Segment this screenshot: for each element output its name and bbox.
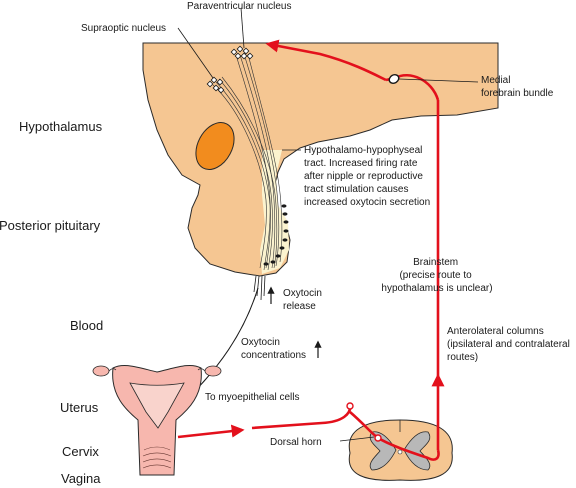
dorsal-horn-synapse [374,434,382,442]
label-dorsal-horn: Dorsal horn [270,437,322,448]
label-brainstem: Brainstem (precise route to hypothalamus… [381,257,492,294]
dorsal-root-ganglion [346,402,354,410]
leader-lines [177,7,479,442]
label-supraoptic-nucleus: Supraoptic nucleus [81,23,166,34]
blood-terminals [253,275,266,301]
label-hypothalamo-hypophyseal-tract: Hypothalamo-hypophyseal tract. Increased… [304,145,430,208]
label-oxytocin-concentrations: Oxytocin concentrations [241,337,306,361]
orange-nucleus [195,122,235,170]
paraventricular-cell-bodies [230,45,254,60]
region-hypothalamus: Hypothalamus [19,119,103,134]
mfb-marker [388,74,400,84]
region-posterior-pituitary: Posterior pituitary [0,218,101,233]
region-vagina: Vagina [61,471,101,486]
region-uterus: Uterus [60,400,99,415]
label-medial-forebrain-bundle: Medial forebrain bundle [481,75,554,99]
label-paraventricular-nucleus: Paraventricular nucleus [187,1,292,12]
supraoptic-cell-bodies [206,76,225,94]
label-to-myoepithelial-cells: To myoepithelial cells [205,392,300,403]
label-anterolateral-columns: Anterolateral columns (ipsilateral and c… [447,326,573,363]
uterus-illustration [92,365,222,476]
nerve-terminals [263,204,289,266]
region-blood: Blood [70,318,103,333]
label-oxytocin-release: Oxytocin release [283,288,325,312]
region-cervix: Cervix [62,444,99,459]
